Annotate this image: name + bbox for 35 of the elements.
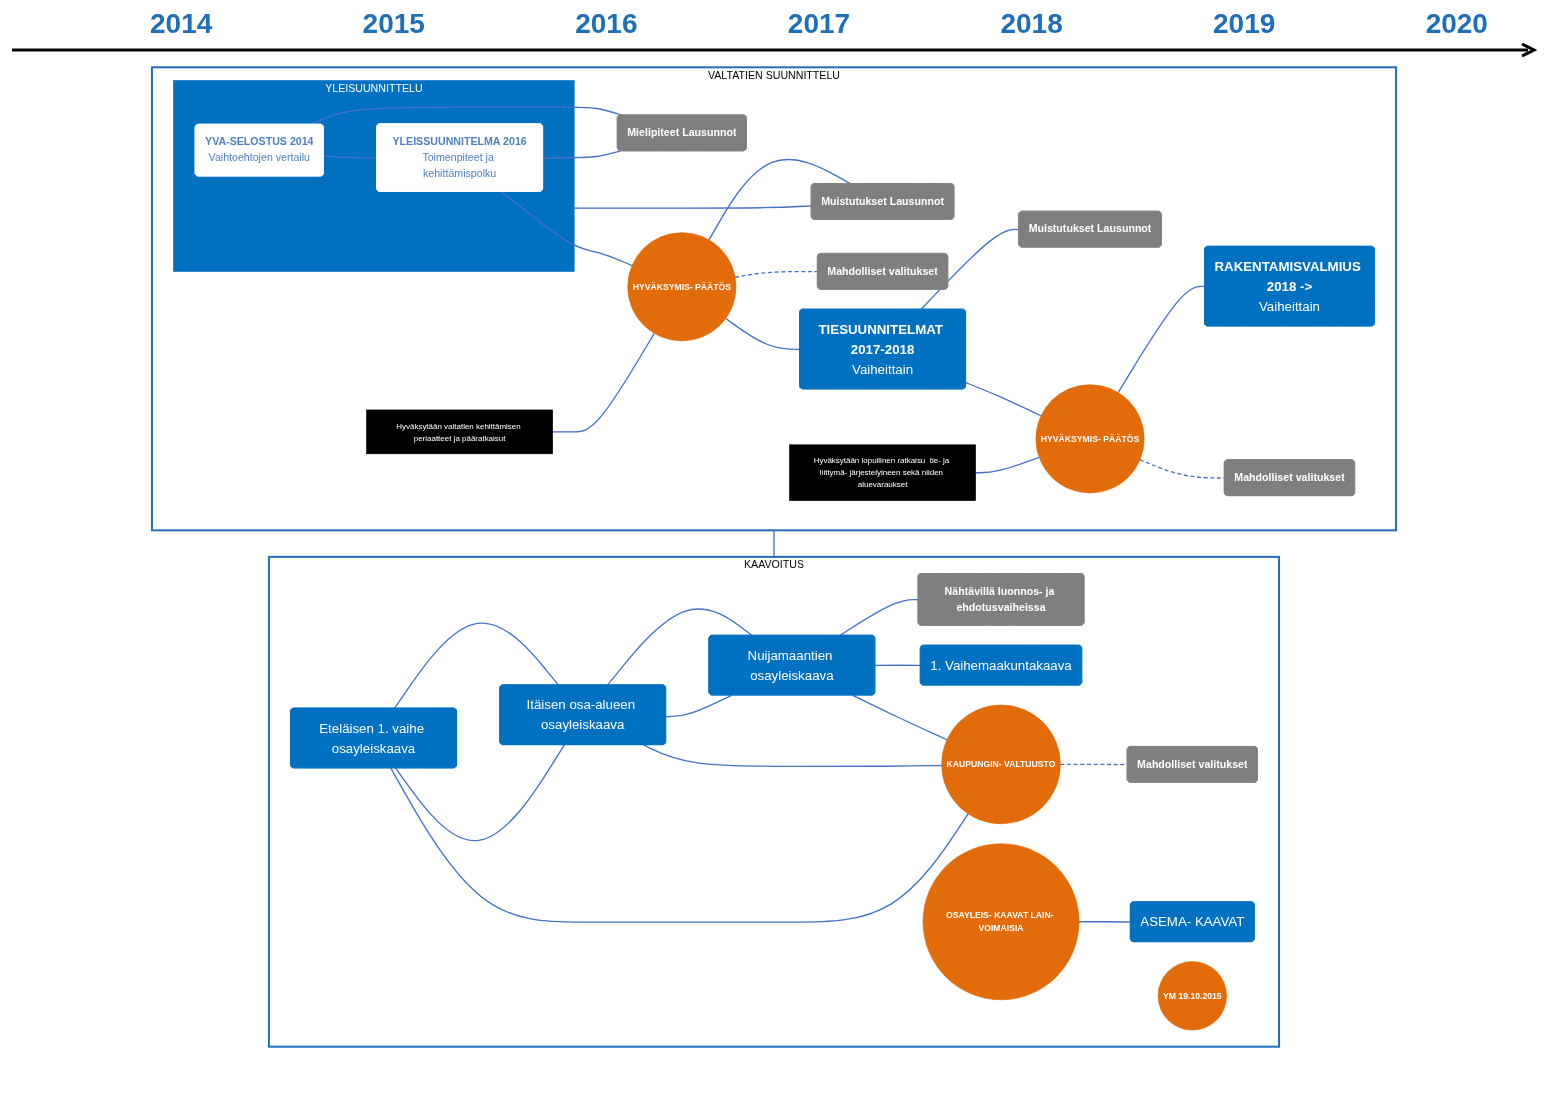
connector	[393, 622, 560, 710]
connector	[874, 664, 922, 667]
connector	[665, 694, 733, 718]
node-circle: KAUPUNGIN- VALTUUSTO	[941, 704, 1061, 825]
connector	[725, 317, 801, 351]
connector	[920, 228, 1020, 311]
connector	[542, 150, 621, 159]
connector	[839, 599, 919, 637]
connector	[606, 608, 753, 686]
connector	[551, 332, 655, 433]
node-circle: YM 19.10.2015	[1157, 961, 1227, 1031]
connector	[1078, 921, 1132, 923]
connector	[390, 767, 969, 923]
year-label: 2017	[787, 8, 851, 40]
connector	[573, 205, 813, 209]
connector	[974, 456, 1040, 474]
year-label: 2019	[1213, 8, 1276, 40]
node-circle: HYVÄKSYMIS- PÄÄTÖS	[627, 232, 737, 342]
connector	[394, 744, 566, 842]
connector	[1117, 285, 1206, 394]
year-label: 2014	[150, 8, 213, 40]
connector	[501, 191, 633, 267]
connector	[642, 744, 943, 768]
year-label: 2016	[575, 8, 638, 40]
year-label: 2020	[1425, 8, 1488, 40]
connector	[965, 382, 1042, 417]
year-label: 2015	[362, 8, 425, 40]
node-circle: HYVÄKSYMIS- PÄÄTÖS	[1035, 384, 1145, 494]
connector	[773, 529, 775, 558]
connector	[734, 270, 819, 278]
node-circle: OSAYLEIS- KAAVAT LAIN- VOIMAISIA	[922, 843, 1080, 1001]
year-label: 2018	[1000, 8, 1063, 40]
connector	[708, 158, 852, 241]
connector	[852, 694, 948, 741]
connector	[323, 155, 378, 159]
